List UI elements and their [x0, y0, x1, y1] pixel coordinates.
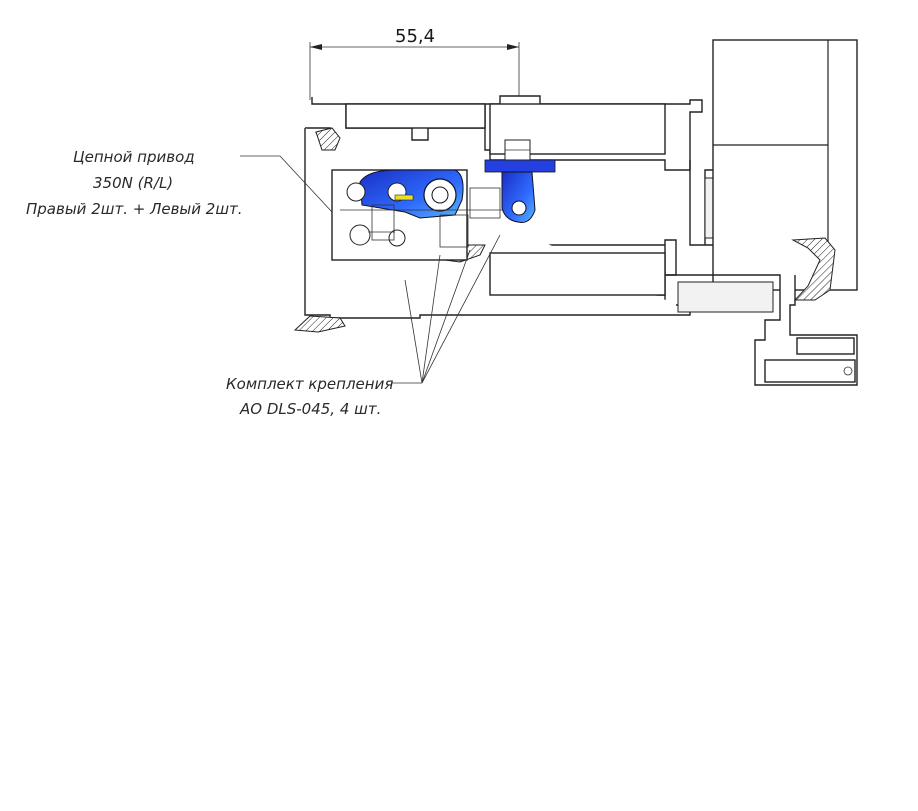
frame-profile [665, 274, 858, 386]
mounting-bracket [469, 139, 556, 223]
dimension-value: 55,4 [395, 26, 435, 47]
dimension-55-4: 55,4 [309, 26, 520, 240]
callout-chain-drive: Цепной привод 350N (R/L) Правый 2шт. + Л… [26, 148, 243, 218]
chain-drive-housing [331, 169, 505, 261]
callout-mounting-kit: Комплект крепления AO DLS-045, 4 шт. [226, 375, 393, 418]
glazing-pane [712, 39, 858, 291]
drive-label-line3: Правый 2шт. + Левый 2шт. [26, 200, 243, 218]
leader-lines [240, 155, 501, 384]
drive-label-line1: Цепной привод [73, 148, 195, 166]
kit-label-line1: Комплект крепления [226, 375, 393, 393]
kit-label-line2: AO DLS-045, 4 шт. [239, 400, 381, 418]
drive-label-line2: 350N (R/L) [93, 174, 173, 192]
